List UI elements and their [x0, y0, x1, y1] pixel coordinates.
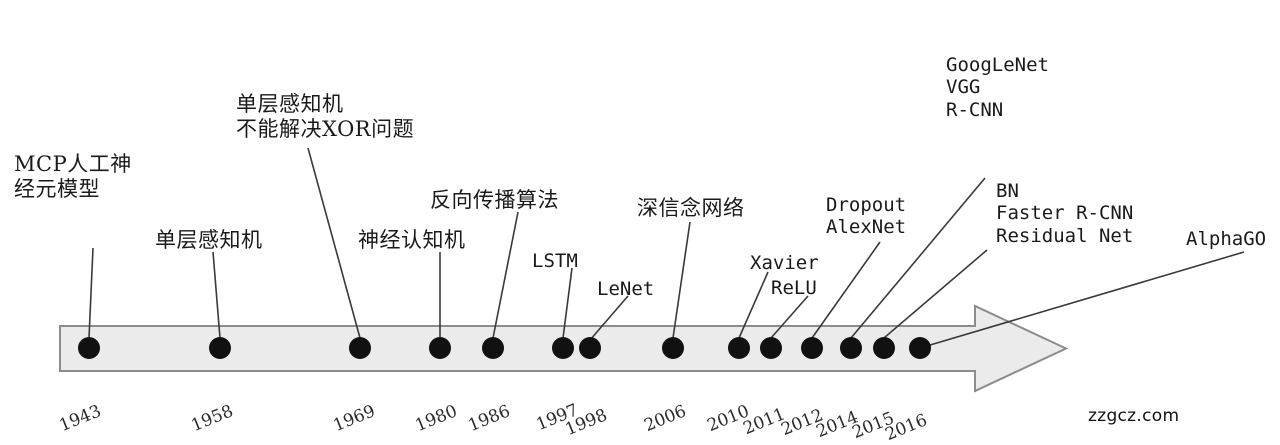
event-label-dbn: 深信念网络 [637, 196, 745, 220]
event-label-perceptron: 单层感知机 [155, 228, 263, 252]
event-dot-neocog[interactable] [429, 337, 451, 359]
leader-line-perceptron [212, 251, 221, 339]
leader-line-lenet [589, 295, 629, 341]
timeline-diagram: MCP人工神 经元模型单层感知机 单层感知机 不能解决XOR问题神经认知机 反向传播… [14, 54, 1267, 445]
event-dot-alphago[interactable] [909, 337, 931, 359]
event-dot-relu[interactable] [760, 337, 782, 359]
leader-line-dropout [811, 241, 881, 339]
leader-line-dbn [672, 221, 691, 339]
event-label-xavier: Xavier [750, 252, 819, 274]
event-label-alphago: AlphaGO [1186, 228, 1267, 250]
event-label-lstm: LSTM [532, 250, 578, 272]
event-dot-bn[interactable] [873, 337, 895, 359]
event-label-bn: BN Faster R-CNN Residual Net [996, 180, 1134, 247]
event-label-lenet: LeNet [597, 278, 655, 300]
leader-line-relu [770, 295, 809, 339]
watermark-text: zzgcz.com [1088, 406, 1180, 426]
event-label-neocog: 神经认知机 [358, 228, 466, 252]
event-dot-xavier[interactable] [728, 337, 750, 359]
timeline-svg [59, 147, 1245, 393]
event-label-relu: ReLU [771, 277, 817, 299]
event-dot-googlenet[interactable] [840, 337, 862, 359]
event-dot-dbn[interactable] [662, 337, 684, 359]
event-dot-lstm[interactable] [552, 337, 574, 359]
event-dot-perceptron[interactable] [209, 337, 231, 359]
leader-line-bn [883, 249, 988, 339]
event-dot-dropout[interactable] [801, 337, 823, 359]
leader-line-lstm [562, 267, 573, 339]
leader-line-alphago [919, 251, 1245, 349]
leader-line-googlenet [850, 177, 986, 339]
event-dots [78, 337, 931, 359]
leader-lines [88, 147, 1245, 349]
event-label-dropout: Dropout AlexNet [826, 194, 907, 239]
event-dot-mcp[interactable] [78, 337, 100, 359]
leader-line-mcp [88, 247, 94, 339]
event-label-xor: 单层感知机 不能解决XOR问题 [236, 92, 415, 141]
event-dot-backprop[interactable] [482, 337, 504, 359]
event-label-backprop: 反向传播算法 [430, 188, 559, 212]
event-label-googlenet: GoogLeNet VGG R-CNN [946, 54, 1049, 121]
leader-line-xavier [738, 271, 769, 339]
leader-line-backprop [492, 211, 519, 339]
event-dot-xor[interactable] [349, 337, 371, 359]
leader-line-xor [307, 147, 361, 339]
event-label-mcp: MCP人工神 经元模型 [14, 152, 132, 201]
event-dot-lenet[interactable] [579, 337, 601, 359]
